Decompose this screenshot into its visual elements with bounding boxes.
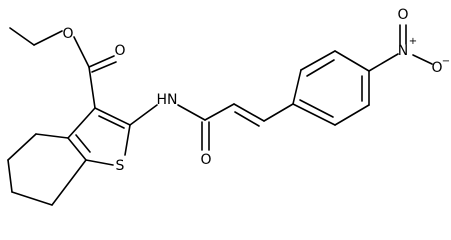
bond-c7a-c3a-inner [75, 134, 91, 153]
atom-label-thiophene-s: S [116, 158, 125, 174]
atom-label-nitro-o-right: O [431, 60, 442, 76]
bond-ar6-ar1-inner [299, 99, 334, 118]
bond-vinyl-double-b [234, 111, 260, 127]
bond-c3-c2 [94, 107, 131, 126]
bond-ar2-ar3-inner [306, 59, 335, 77]
bond-c2-s [124, 124, 131, 156]
bond-c3-c2-inner [98, 115, 125, 129]
atom-label-ester-o-double: O [114, 43, 125, 59]
atom-label-amide-o: O [200, 152, 211, 168]
bond-s-c7a [85, 159, 114, 166]
chemical-structure-diagram: O O HN O S N + O O − [7, 7, 450, 206]
bond-ar1-ar2 [292, 69, 302, 105]
bond-carbonyl-double-a [88, 55, 115, 68]
bond-c3a-c3 [67, 107, 96, 139]
bond-c2-nh [129, 104, 158, 126]
bond-o-carbonyl [73, 36, 90, 68]
atom-charge-nitro-o: − [442, 56, 450, 67]
bond-ar2-ar3 [300, 50, 336, 71]
bond-c5-c6 [7, 159, 13, 193]
bond-ar6-ar1 [292, 103, 336, 126]
bond-ar4-n [368, 53, 399, 72]
bond-beta-aryl [263, 103, 294, 122]
atom-label-amide-nh: HN [157, 92, 178, 108]
bond-lines [7, 24, 433, 206]
bond-carbonyl-double-b [91, 61, 117, 73]
atom-label-nitro-o-top: O [397, 7, 408, 23]
bond-ethyl-ch3 [9, 27, 35, 46]
atom-label-ester-o-single: O [62, 26, 73, 42]
bond-ar3-ar4 [334, 50, 370, 72]
bond-vinyl-double-a [233, 103, 265, 122]
bond-ar5-ar6 [334, 104, 370, 126]
atom-charge-nitro-n: + [409, 36, 417, 47]
bond-c7-c7a [51, 159, 87, 206]
bond-c7a-c3a [67, 137, 87, 161]
atom-labels: O O HN O S N + O O − [62, 7, 450, 174]
bond-nh-amide-c [177, 104, 206, 121]
bond-c3a-c4 [35, 133, 69, 139]
atom-label-nitro-n: N [398, 43, 408, 59]
bond-c4-c5 [7, 133, 37, 161]
bond-n-o-right [412, 54, 433, 65]
bond-amide-c-alpha [204, 103, 235, 121]
bond-ethyl-ch2-o [33, 30, 63, 46]
bond-carbonyl-ring [88, 66, 96, 109]
bond-c6-c7 [11, 191, 53, 206]
